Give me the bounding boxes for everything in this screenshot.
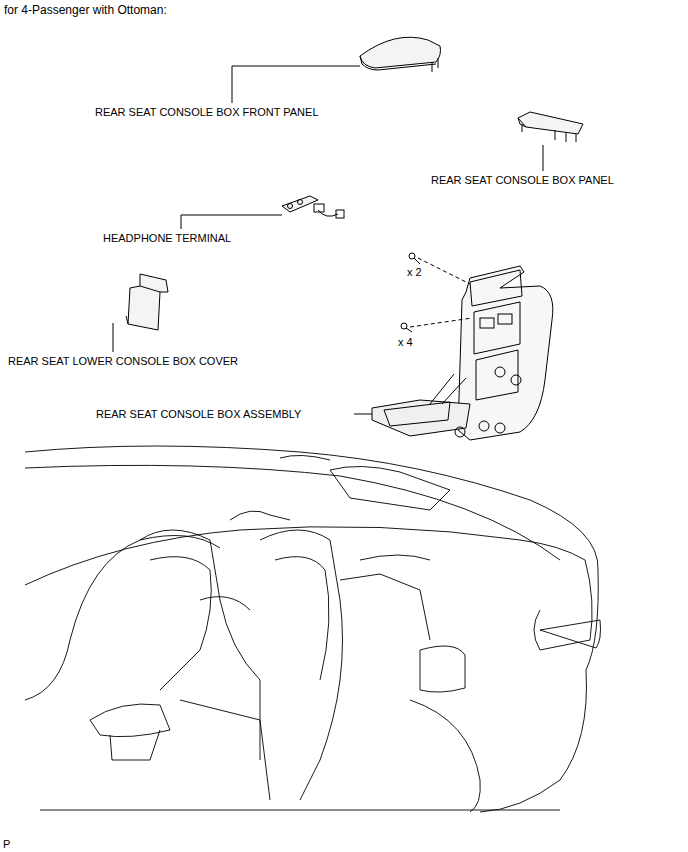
panel-part	[518, 112, 583, 142]
quantity-label: x 4	[398, 336, 413, 349]
part-name: REAR SEAT CONSOLE BOX PANEL	[431, 174, 614, 187]
part-name: REAR SEAT CONSOLE BOX FRONT PANEL	[95, 106, 319, 119]
front-panel-part	[360, 37, 441, 72]
console-box-assembly-part	[372, 253, 553, 440]
car-illustration	[25, 446, 601, 812]
lower-cover-part	[126, 274, 168, 330]
figure-code: P	[3, 838, 10, 851]
quantity-label: x 2	[407, 266, 422, 279]
part-name: REAR SEAT LOWER CONSOLE BOX COVER	[8, 355, 238, 368]
part-name: HEADPHONE TERMINAL	[103, 232, 231, 245]
headphone-terminal-part	[282, 196, 344, 218]
diagram-title: for 4-Passenger with Ottoman:	[4, 3, 167, 17]
part-name: REAR SEAT CONSOLE BOX ASSEMBLY	[96, 408, 301, 421]
